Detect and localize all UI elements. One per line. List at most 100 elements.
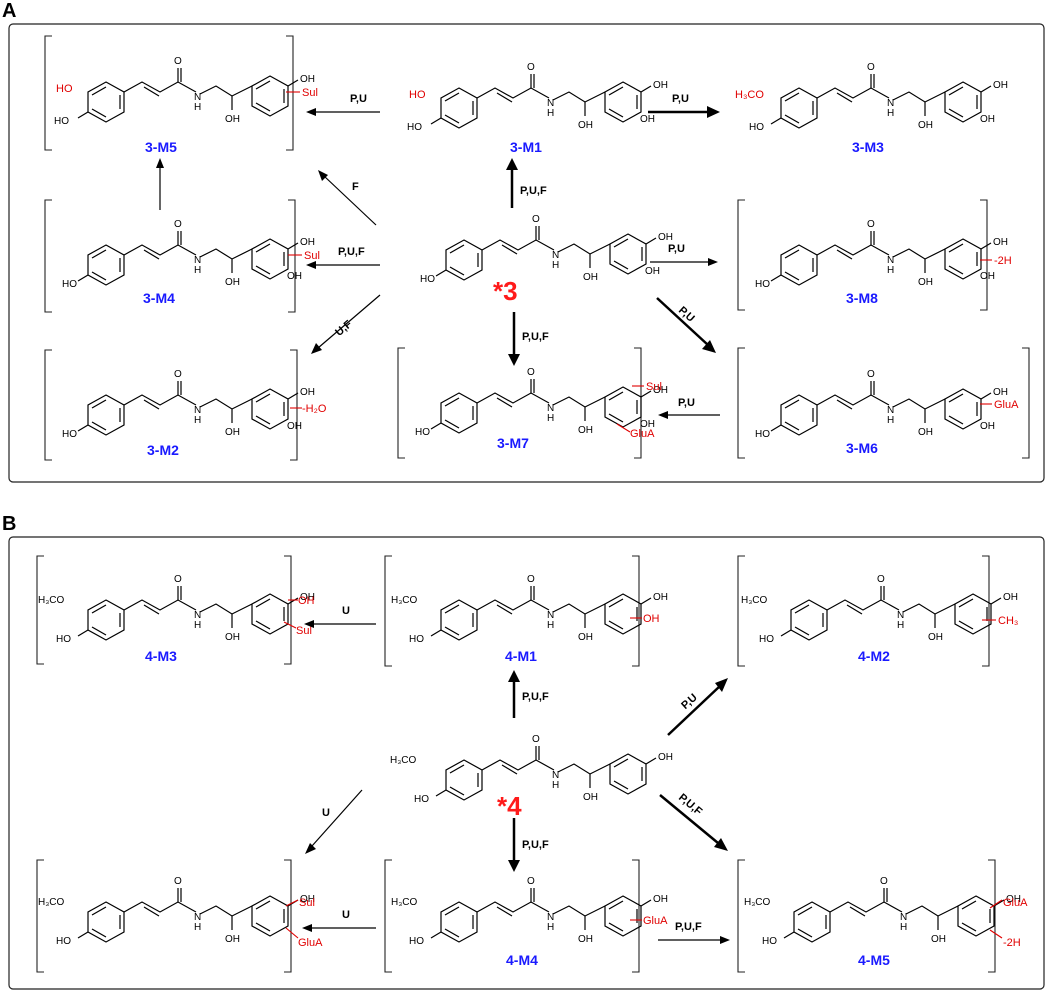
arrow-label-m4-m6: U [342, 909, 350, 921]
arrow-label-3-m4: P,U,F [338, 246, 365, 258]
svg-text:OH: OH [583, 272, 598, 283]
svg-text:O: O [527, 62, 535, 73]
svg-text:OH: OH [287, 421, 302, 432]
arrow-label-3-m7: P,U,F [522, 331, 549, 343]
svg-text:O: O [877, 574, 885, 585]
arrow-label-m1-m5: P,U [350, 93, 367, 105]
bracket-right-3-m6 [1022, 347, 1030, 459]
svg-text:HO: HO [414, 794, 429, 805]
metabolite-4-m5: H₃CO HO O N H OH OH [744, 876, 1021, 947]
parent-label-4: *4 [497, 791, 522, 821]
arrow-label-4-m1: P,U,F [522, 691, 549, 703]
svg-text:HO: HO [762, 936, 777, 947]
svg-text:HO: HO [62, 429, 77, 440]
svg-text:HO: HO [420, 274, 435, 285]
tag-3-m7-sul: Sul [646, 381, 662, 393]
svg-text:N: N [547, 610, 554, 621]
svg-text:O: O [174, 574, 182, 585]
svg-text:OH: OH [225, 277, 240, 288]
svg-text:O: O [532, 734, 540, 745]
arrow-label-m1-m3-b: U [342, 605, 350, 617]
tag-4-m3-sul: Sul [296, 625, 312, 637]
svg-text:OH: OH [300, 592, 315, 603]
arrow-label-4-m6: U [322, 807, 330, 819]
metabolite-4-m1: H₃CO HO O N H OH OH [391, 574, 668, 645]
bracket-right-3-m2 [290, 349, 298, 461]
arrow-3-to-m2 [311, 294, 381, 354]
tag-4-m5-2h: -2H [1003, 937, 1021, 949]
svg-text:N: N [552, 250, 559, 261]
svg-text:H: H [547, 620, 554, 631]
svg-text:OH: OH [931, 934, 946, 945]
svg-text:N: N [887, 255, 894, 266]
svg-text:N: N [547, 912, 554, 923]
svg-text:H: H [887, 265, 894, 276]
arrow-label-3-m8: P,U [668, 243, 685, 255]
arrow-label-4-m5: P,U,F [676, 792, 704, 819]
metabolite-3-m6: HO O N H OH OH OH [755, 369, 1008, 440]
parent-compound-4: H₃CO HO O N H OH OH [390, 734, 673, 805]
bracket-right-3-m8 [980, 199, 988, 311]
svg-text:HO: HO [56, 936, 71, 947]
svg-text:HO: HO [409, 89, 426, 101]
svg-text:N: N [552, 770, 559, 781]
metabolite-label-4-m1: 4-M1 [505, 648, 537, 664]
tag-4-m1: OH [643, 613, 660, 625]
svg-text:OH: OH [980, 421, 995, 432]
svg-text:H₃CO: H₃CO [391, 897, 418, 908]
svg-text:OH: OH [640, 419, 655, 430]
svg-text:OH: OH [918, 120, 933, 131]
svg-text:H: H [547, 922, 554, 933]
svg-text:O: O [867, 219, 875, 230]
svg-text:OH: OH [653, 894, 668, 905]
svg-text:OH: OH [918, 277, 933, 288]
svg-text:H: H [887, 108, 894, 119]
svg-text:OH: OH [658, 752, 673, 763]
svg-text:OH: OH [1006, 894, 1021, 905]
tag-3-m7-glua: GluA [630, 428, 655, 440]
svg-text:N: N [194, 405, 201, 416]
svg-text:HO: HO [755, 279, 770, 290]
svg-text:H: H [194, 922, 201, 933]
svg-text:OH: OH [993, 387, 1008, 398]
svg-text:HO: HO [755, 429, 770, 440]
arrow-m6-to-m7 [658, 411, 720, 419]
arrow-4-to-m6 [305, 789, 363, 854]
svg-text:O: O [174, 56, 182, 67]
svg-text:OH: OH [645, 266, 660, 277]
svg-text:N: N [194, 610, 201, 621]
svg-text:H: H [194, 620, 201, 631]
svg-text:HO: HO [56, 634, 71, 645]
svg-text:N: N [887, 405, 894, 416]
svg-text:O: O [527, 574, 535, 585]
arrow-label-3-m2: U,F [333, 318, 355, 339]
svg-text:HO: HO [759, 634, 774, 645]
svg-text:N: N [194, 92, 201, 103]
svg-text:OH: OH [980, 271, 995, 282]
svg-text:H: H [897, 620, 904, 631]
bracket-left-4-m3 [36, 555, 44, 665]
arrow-label-m4-m5: P,U,F [675, 921, 702, 933]
tag-3-m4: Sul [304, 250, 320, 262]
metabolite-3-m1: HO HO O N H OH OH OH [407, 62, 668, 133]
svg-text:H₃CO: H₃CO [38, 595, 65, 606]
svg-text:H: H [900, 922, 907, 933]
svg-text:H: H [552, 780, 559, 791]
svg-text:OH: OH [300, 237, 315, 248]
tag-4-m6-sul: Sul [299, 897, 315, 909]
tag-4-m6-glua: GluA [298, 937, 323, 949]
svg-text:N: N [194, 912, 201, 923]
svg-text:OH: OH [653, 592, 668, 603]
svg-text:H: H [552, 260, 559, 271]
metabolite-3-m8: HO O N H OH OH OH [755, 219, 1008, 290]
svg-text:H: H [887, 415, 894, 426]
arrow-4-to-m2 [667, 678, 728, 736]
svg-text:N: N [547, 403, 554, 414]
svg-text:H₃CO: H₃CO [38, 897, 65, 908]
svg-text:HO: HO [56, 83, 73, 95]
svg-text:HO: HO [409, 634, 424, 645]
metabolite-label-4-m2: 4-M2 [858, 648, 890, 664]
bracket-right-3-m5 [286, 35, 294, 151]
arrow-m1-to-m5 [306, 108, 380, 116]
